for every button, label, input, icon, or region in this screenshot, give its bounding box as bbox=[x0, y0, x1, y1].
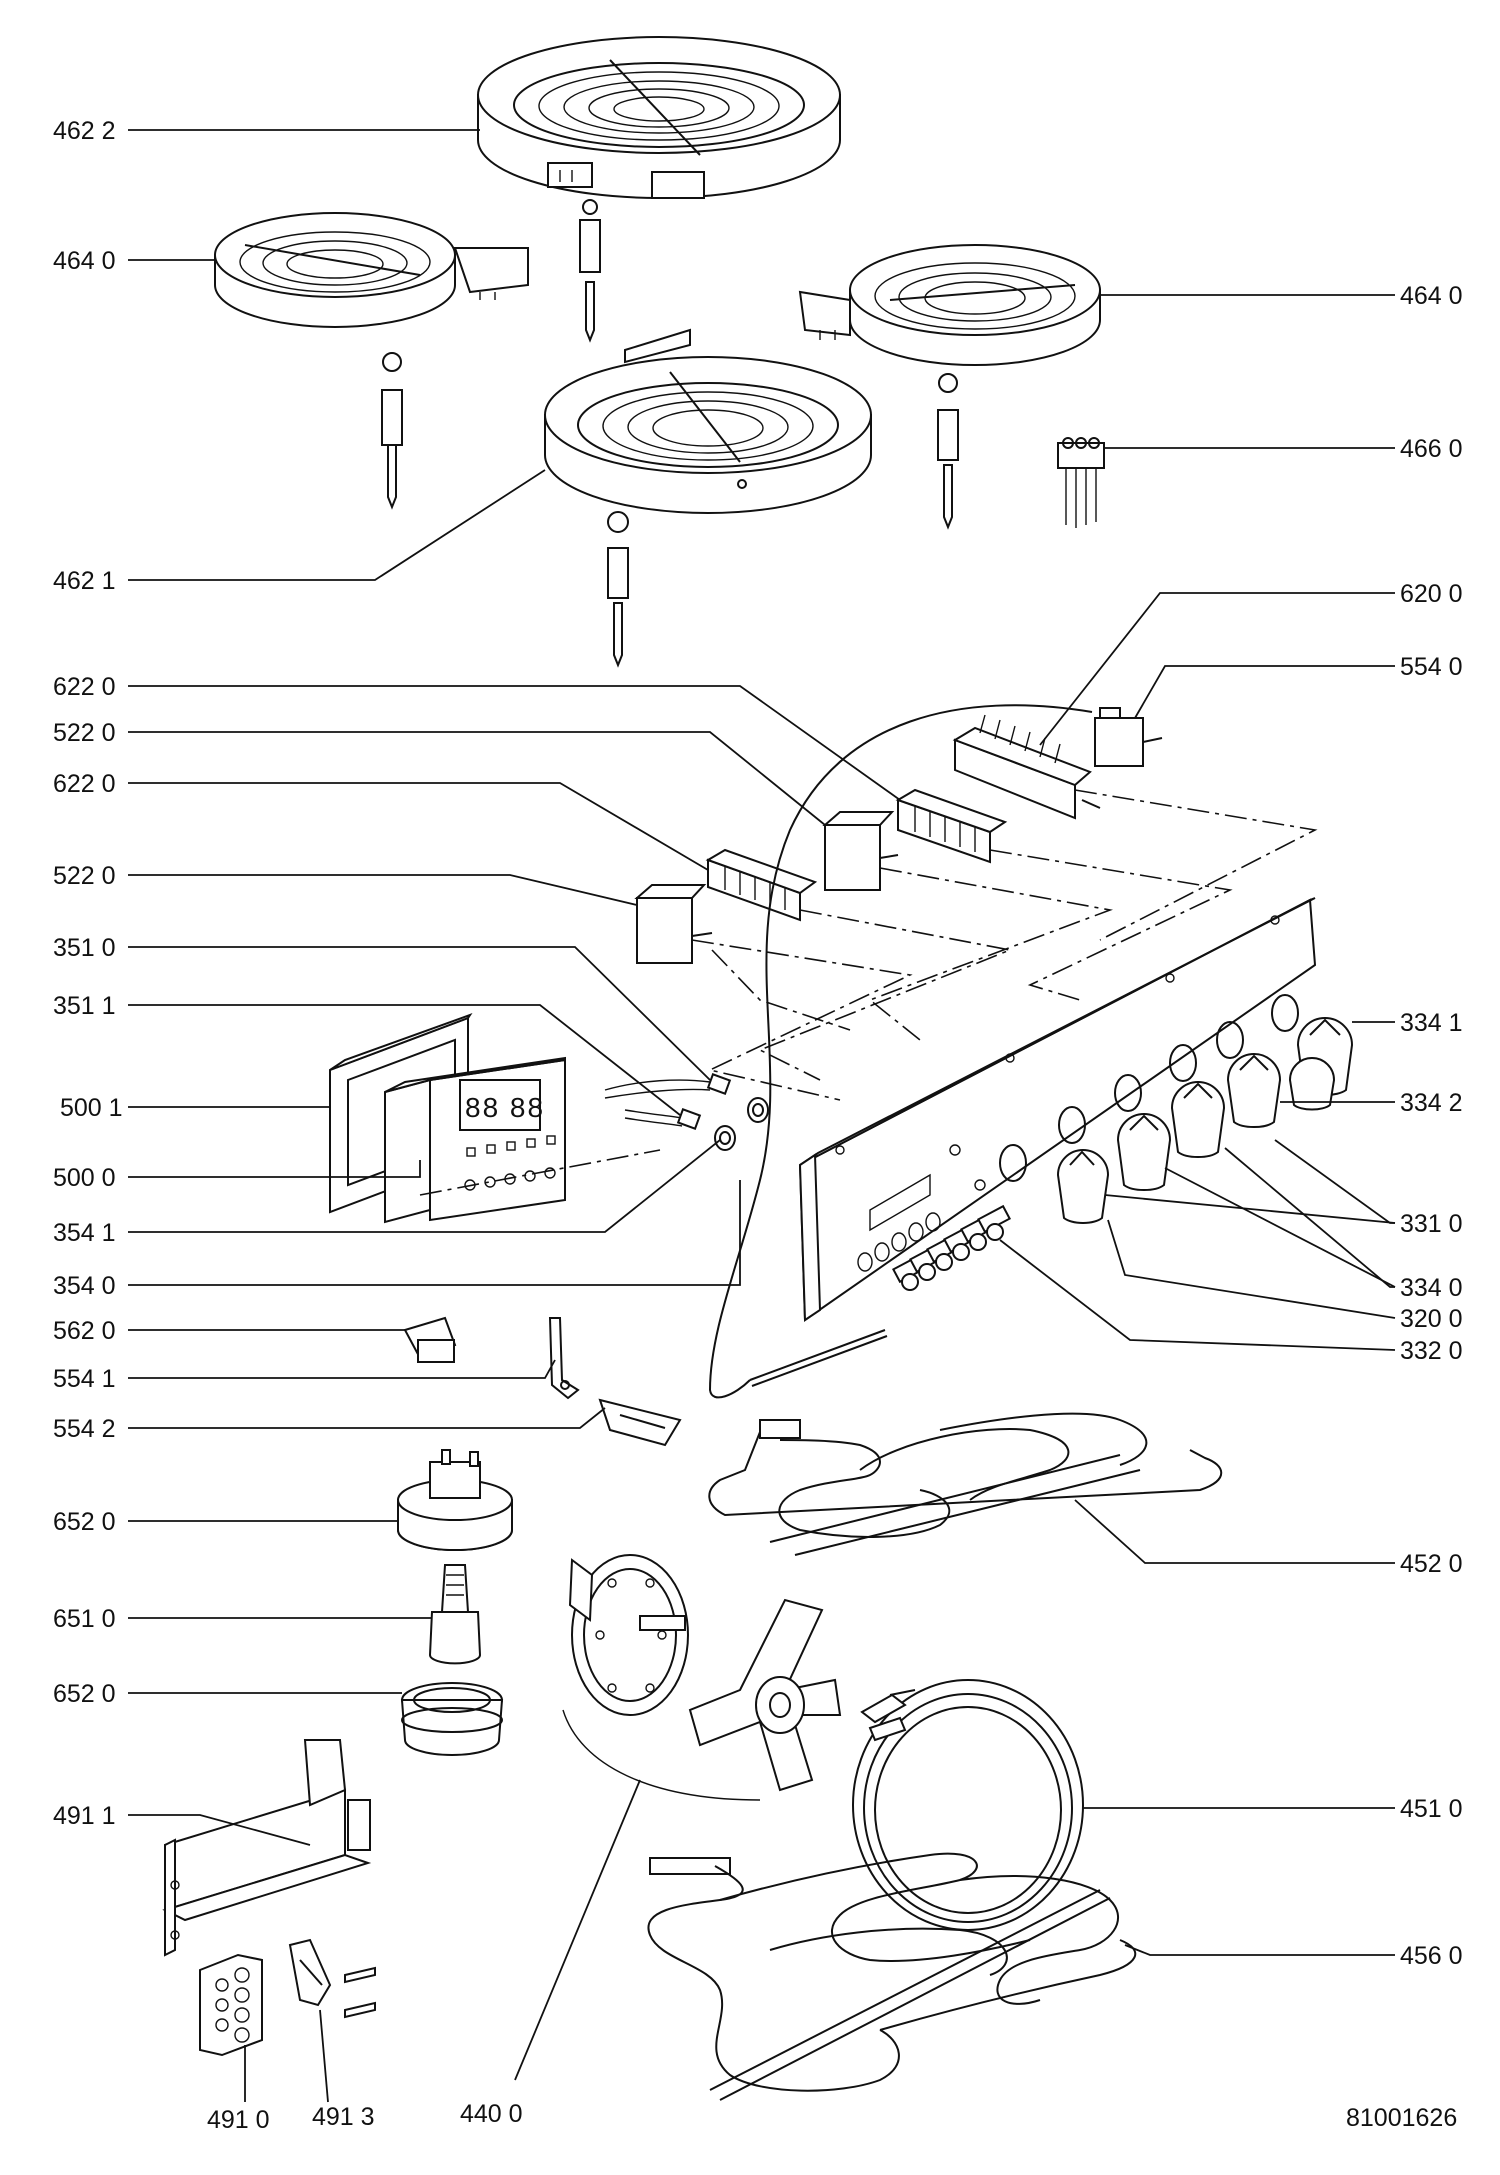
callout-331-0: 331 0 bbox=[1400, 1210, 1463, 1238]
callout-491-1: 491 1 bbox=[53, 1802, 116, 1830]
knob-331-0 bbox=[1056, 1149, 1110, 1224]
callout-466-0: 466 0 bbox=[1400, 435, 1463, 463]
callout-354-1: 354 1 bbox=[53, 1219, 116, 1247]
callout-651-0: 651 0 bbox=[53, 1605, 116, 1633]
clip-554-1 bbox=[548, 1317, 580, 1400]
knob-334-2 bbox=[1226, 1053, 1282, 1129]
callout-554-0: 554 0 bbox=[1400, 653, 1463, 681]
cable-clamp-491-1 bbox=[162, 1739, 372, 1957]
callout-464-0-left: 464 0 bbox=[53, 247, 116, 275]
callout-652-0-a: 652 0 bbox=[53, 1508, 116, 1536]
knob-extra bbox=[1288, 1057, 1336, 1111]
callout-491-0: 491 0 bbox=[207, 2106, 270, 2134]
switch-622-0-rear bbox=[895, 788, 1008, 864]
ring-element-451-0 bbox=[852, 1679, 1084, 1931]
probe-sensor bbox=[749, 1329, 888, 1387]
callout-334-2: 334 2 bbox=[1400, 1089, 1463, 1117]
callout-labels-bottom: 491 0 491 3 440 0 bbox=[207, 2100, 523, 2134]
callout-320-0: 320 0 bbox=[1400, 1305, 1463, 1333]
switch-620-0 bbox=[952, 714, 1101, 820]
switch-522-0-rear bbox=[822, 811, 899, 891]
callout-554-1: 554 1 bbox=[53, 1365, 116, 1393]
callout-440-0: 440 0 bbox=[460, 2100, 523, 2128]
switch-554-0 bbox=[1094, 707, 1163, 767]
callout-464-0-right: 464 0 bbox=[1400, 282, 1463, 310]
fan-motor-440-0 bbox=[568, 1554, 689, 1716]
lamp-holder-652-0 bbox=[397, 1449, 513, 1551]
callout-522-0-a: 522 0 bbox=[53, 719, 116, 747]
control-knobs bbox=[1056, 1017, 1354, 1224]
callout-491-3: 491 3 bbox=[312, 2103, 375, 2131]
hotplate-462-2 bbox=[477, 36, 841, 199]
hotplate-462-1 bbox=[544, 328, 872, 514]
callout-462-2: 462 2 bbox=[53, 117, 116, 145]
bracket-554-2 bbox=[598, 1398, 682, 1447]
fan-bracket-arc bbox=[562, 1709, 761, 1801]
callout-456-0: 456 0 bbox=[1400, 1942, 1463, 1970]
callout-500-0: 500 0 bbox=[53, 1164, 116, 1192]
wiring-dashes bbox=[691, 789, 1318, 1101]
grill-element-452-0 bbox=[708, 1412, 1223, 1556]
callout-622-0-a: 622 0 bbox=[53, 673, 116, 701]
callout-labels-right: 464 0 466 0 620 0 554 0 334 1 334 2 331 … bbox=[1400, 282, 1463, 1970]
bottom-element-456-0 bbox=[647, 1852, 1137, 2101]
callout-354-0: 354 0 bbox=[53, 1272, 116, 1300]
terminal-block-491-0 bbox=[199, 1953, 263, 2057]
hotplate-464-0-right bbox=[798, 244, 1101, 366]
callout-562-0: 562 0 bbox=[53, 1317, 116, 1345]
terminal-clip-491-3 bbox=[288, 1938, 376, 2019]
switch-522-0-front bbox=[634, 884, 713, 964]
lamp-bulb-651-0 bbox=[428, 1564, 482, 1665]
callout-620-0: 620 0 bbox=[1400, 580, 1463, 608]
knob-334-0-a bbox=[1116, 1113, 1172, 1192]
callout-452-0: 452 0 bbox=[1400, 1550, 1463, 1578]
callout-622-0-b: 622 0 bbox=[53, 770, 116, 798]
lamp-cover-652-0 bbox=[400, 1682, 504, 1756]
callout-500-1: 500 1 bbox=[60, 1094, 123, 1122]
callout-554-2: 554 2 bbox=[53, 1415, 116, 1443]
knob-334-0-b bbox=[1170, 1081, 1226, 1159]
drawing-reference-number: 81001626 bbox=[1346, 2104, 1457, 2132]
signal-lamps bbox=[604, 1073, 769, 1151]
callout-451-0: 451 0 bbox=[1400, 1795, 1463, 1823]
callout-334-1: 334 1 bbox=[1400, 1009, 1463, 1037]
leader-lines bbox=[128, 129, 1396, 2103]
callout-332-0: 332 0 bbox=[1400, 1337, 1463, 1365]
mounting-screws bbox=[381, 199, 959, 668]
callout-334-0: 334 0 bbox=[1400, 1274, 1463, 1302]
callout-652-0-b: 652 0 bbox=[53, 1680, 116, 1708]
timer-display-digits: 88 88 bbox=[465, 1092, 545, 1123]
control-panel-320-0 bbox=[798, 897, 1317, 1322]
callout-351-0: 351 0 bbox=[53, 934, 116, 962]
fan-blade bbox=[688, 1598, 842, 1792]
switch-622-0-front bbox=[705, 848, 818, 922]
callout-522-0-b: 522 0 bbox=[53, 862, 116, 890]
thermostat-562-0 bbox=[403, 1316, 457, 1363]
callout-462-1: 462 1 bbox=[53, 567, 116, 595]
hotplate-464-0-left bbox=[214, 212, 529, 328]
connector-466-0 bbox=[1057, 437, 1105, 528]
clock-timer-500-0: 88 88 bbox=[384, 1056, 661, 1224]
callout-351-1: 351 1 bbox=[53, 992, 116, 1020]
callout-labels-left: 462 2 464 0 462 1 622 0 522 0 622 0 522 … bbox=[53, 117, 123, 1830]
capillary-tube bbox=[708, 704, 1093, 1399]
